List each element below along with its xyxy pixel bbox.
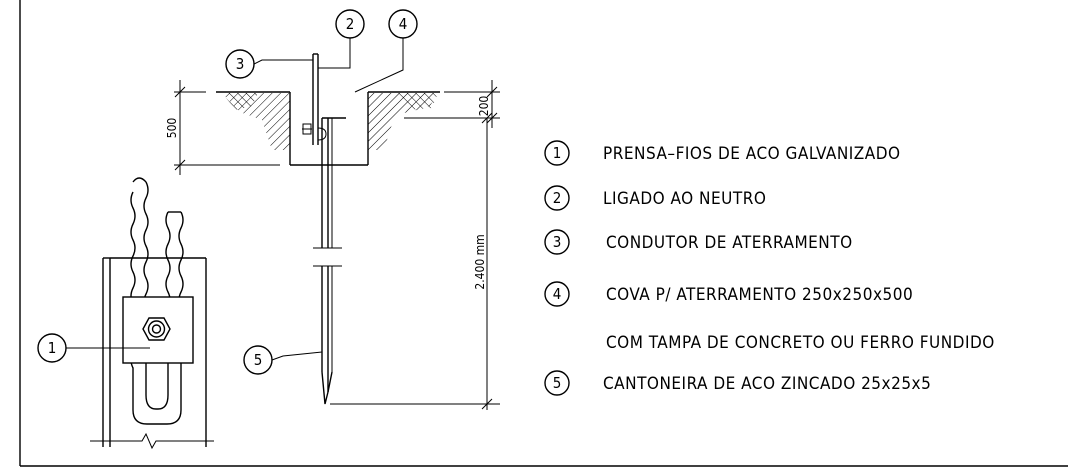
legend-item-3-text: CONDUTOR DE ATERRAMENTO [606,233,853,253]
legend-item-2-text: LIGADO AO NEUTRO [603,189,766,209]
legend-item-3: 3 CONDUTOR DE ATERRAMENTO [544,229,853,255]
legend-item-4: 4 COVA P/ ATERRAMENTO 250x250x500 [544,281,913,307]
callout-2: 2 [318,9,365,69]
callout-5: 5 [243,345,323,375]
legend-item-4-number: 4 [553,285,562,303]
legend-item-2: 2 LIGADO AO NEUTRO [544,185,766,211]
dimension-depth: 500 [165,80,280,175]
section-view [216,53,440,405]
legend: 1 PRENSA–FIOS DE ACO GALVANIZADO 2 LIGAD… [544,140,995,396]
legend-item-1: 1 PRENSA–FIOS DE ACO GALVANIZADO [544,140,901,166]
clamp-detail [90,177,214,450]
drawing-frame [19,0,1068,467]
dimension-cover: 200 [404,80,500,128]
callout-2-number: 2 [346,15,355,33]
legend-item-5: 5 CANTONEIRA DE ACO ZINCADO 25x25x5 [544,370,931,396]
dimension-depth-label: 500 [165,118,179,139]
callout-3-number: 3 [236,55,245,73]
callout-1-number: 1 [48,339,57,357]
legend-item-1-text: PRENSA–FIOS DE ACO GALVANIZADO [603,144,901,164]
callout-4: 4 [354,9,418,93]
legend-item-4-text: COVA P/ ATERRAMENTO 250x250x500 [606,285,913,305]
callout-5-number: 5 [254,351,263,369]
dimension-rod-length: 2.400 mm [330,112,500,410]
callout-3: 3 [225,49,313,79]
legend-item-4-continuation: COM TAMPA DE CONCRETO OU FERRO FUNDIDO [606,333,995,353]
callout-1: 1 [37,333,150,363]
legend-item-5-number: 5 [553,374,562,392]
legend-item-1-number: 1 [553,144,562,162]
legend-item-5-text: CANTONEIRA DE ACO ZINCADO 25x25x5 [603,374,931,394]
callout-4-number: 4 [399,15,408,33]
legend-item-4-continuation-text: COM TAMPA DE CONCRETO OU FERRO FUNDIDO [606,333,995,353]
dimension-cover-label: 200 [477,96,491,117]
legend-item-3-number: 3 [553,233,562,251]
dimension-rod-length-label: 2.400 mm [473,234,487,289]
legend-item-2-number: 2 [553,189,562,207]
